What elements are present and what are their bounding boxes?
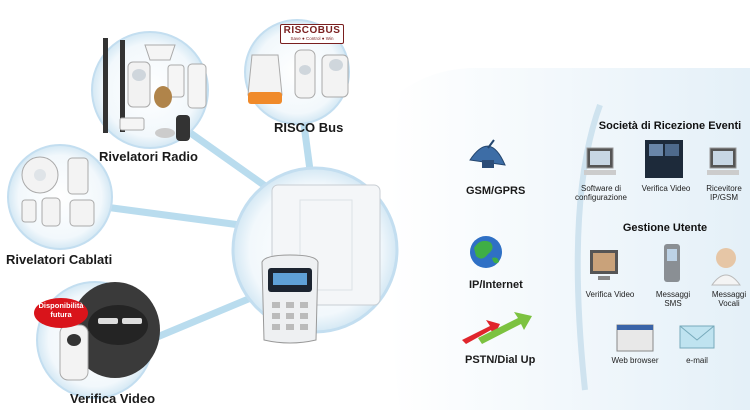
video-wall-icon: [645, 140, 683, 178]
bus-devices-icon: [247, 49, 349, 104]
node-wired-circle: [7, 144, 113, 250]
label-radio-detectors: Rivelatori Radio: [99, 149, 198, 164]
satellite-dish-icon: [469, 139, 506, 168]
user-item-voice: Messaggi Vocali: [711, 290, 747, 308]
users-title: Gestione Utente: [622, 222, 708, 234]
reception-item-receiver: Ricevitore IP/GSM: [706, 184, 742, 202]
video-camera-icon: [59, 282, 160, 381]
video-monitor-icon: [590, 250, 618, 280]
network-separator: [574, 103, 603, 391]
dialup-arrows-icon: [462, 312, 532, 344]
reception-item-software: Software di configurazione: [574, 184, 628, 202]
reception-item-video: Verifica Video: [641, 184, 691, 193]
label-wired-detectors: Rivelatori Cablati: [6, 252, 113, 267]
user-item-email: e-mail: [686, 356, 708, 365]
label-gsm-gprs: GSM/GPRS: [466, 185, 526, 197]
globe-icon: [470, 236, 502, 268]
mobile-phone-icon: [664, 244, 680, 282]
wired-detectors-icon: [21, 156, 95, 227]
keypad-icon: [261, 254, 319, 344]
future-availability-badge: Disponibilità futura: [34, 298, 88, 328]
user-item-web: Web browser: [611, 356, 659, 365]
radio-detectors-icon: [103, 38, 207, 141]
reception-title: Società di Ricezione Eventi: [598, 120, 742, 132]
user-item-sms: Messaggi SMS: [655, 290, 691, 308]
user-item-video: Verifica Video: [585, 290, 635, 299]
label-ip-internet: IP/Internet: [469, 279, 523, 291]
riscobus-logo: RISCOBUS Save ● Control ● Win: [280, 24, 344, 44]
monitor-software-icon: [584, 147, 616, 175]
label-video-verification: Verifica Video: [70, 391, 156, 406]
label-pstn-dialup: PSTN/Dial Up: [465, 354, 536, 366]
voice-caller-icon: [711, 248, 741, 286]
receiver-icon: [707, 147, 739, 175]
email-envelope-icon: [679, 325, 715, 349]
label-risco-bus: RISCO Bus: [274, 120, 344, 135]
web-browser-icon: [616, 324, 654, 352]
